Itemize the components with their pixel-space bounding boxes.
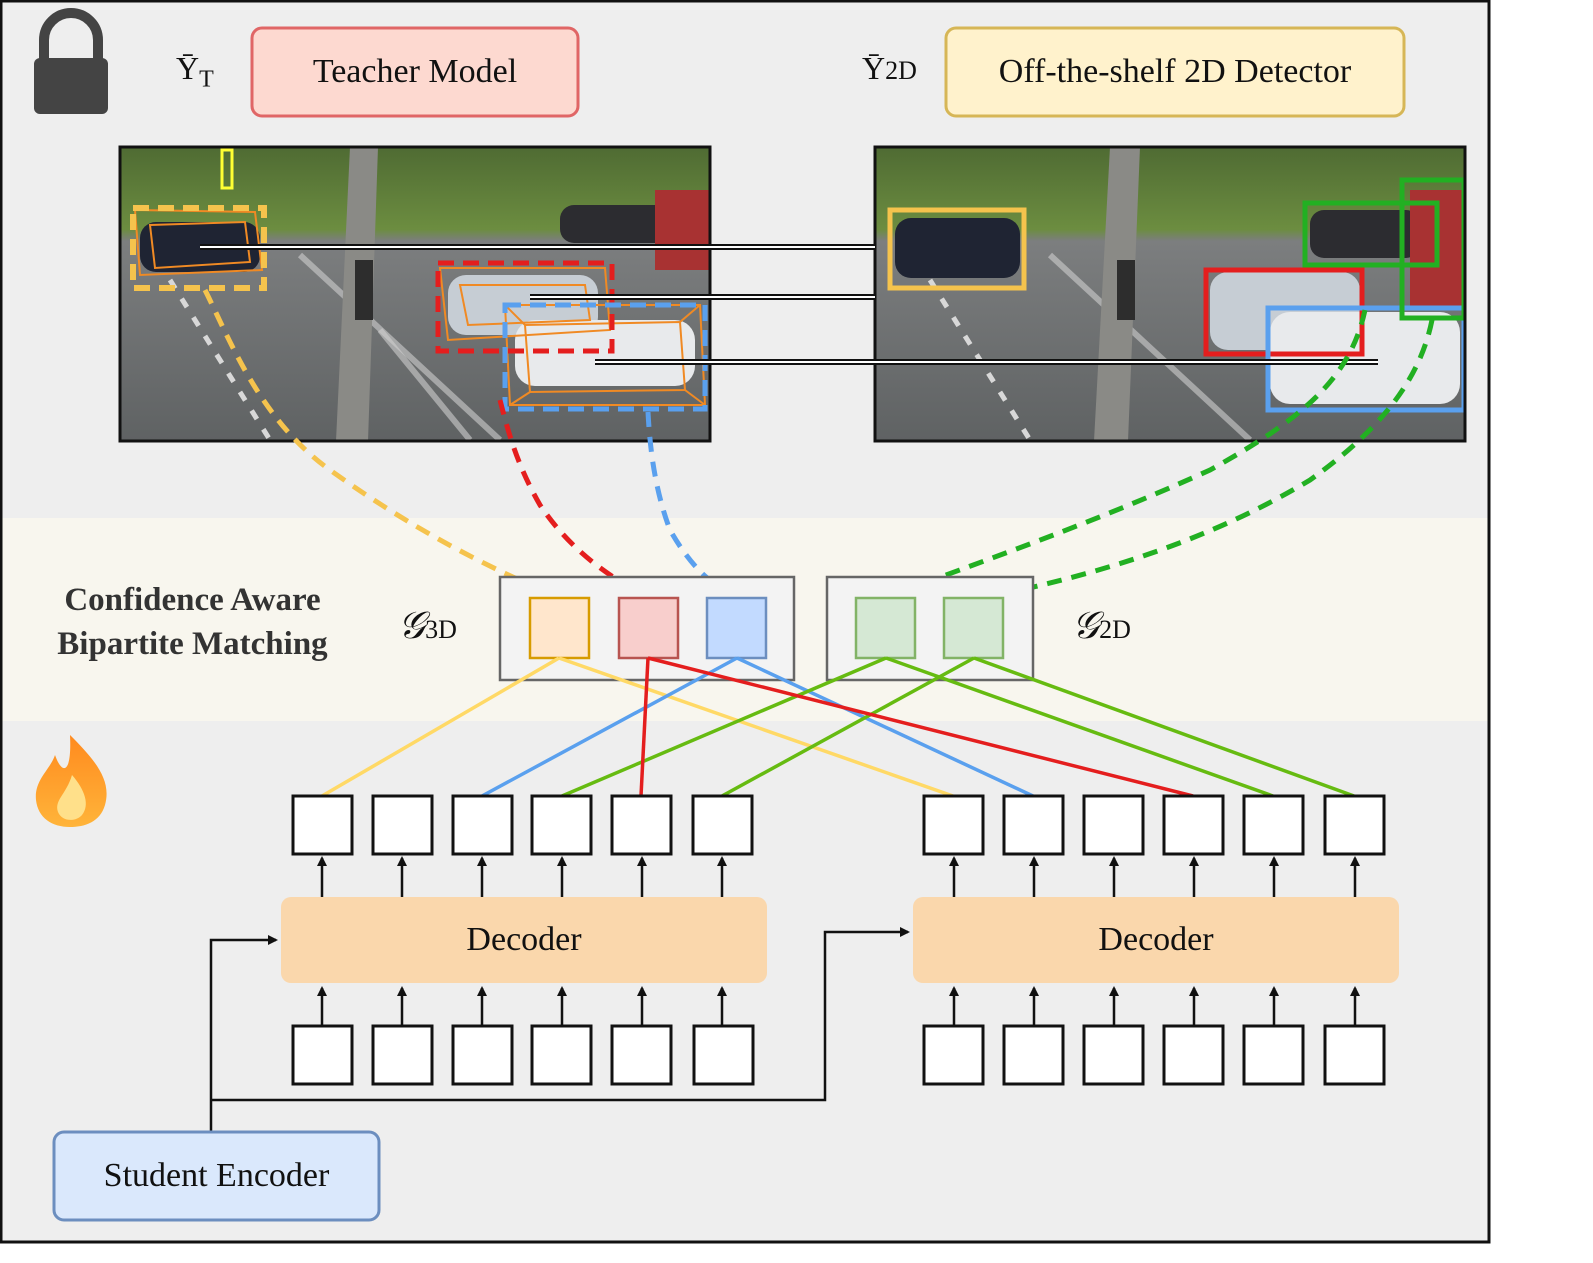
g2d-label: 𝒢2D (1072, 605, 1131, 647)
teacher-box-yellow (130, 205, 267, 291)
query-box (1162, 1024, 1225, 1086)
g2d-subscript: 2D (1099, 615, 1131, 644)
query-box (691, 794, 754, 856)
query-box (1242, 1024, 1305, 1086)
matching-edges (321, 656, 1355, 798)
matching-title-line2: Bipartite Matching (57, 626, 328, 662)
g3d-label: 𝒢3D (398, 605, 457, 647)
encoder-feed-arrows (209, 927, 910, 1132)
g3d-node-red (617, 596, 680, 660)
left-output-queries (291, 794, 754, 856)
query-box (1162, 794, 1225, 856)
student-encoder-label: Student Encoder (103, 1157, 330, 1194)
detector-label: Off-the-shelf 2D Detector (998, 53, 1352, 90)
teacher-box-red (435, 260, 615, 354)
query-box (1002, 794, 1065, 856)
query-box (610, 1024, 673, 1086)
query-box (451, 1024, 514, 1086)
query-box (371, 1024, 434, 1086)
matching-title-line1: Confidence Aware (64, 582, 321, 618)
g3d-subscript: 3D (425, 615, 457, 644)
query-box (1002, 1024, 1065, 1086)
outer-frame (0, 0, 1491, 1244)
query-box (1082, 794, 1145, 856)
car-white (515, 320, 695, 386)
detector-box (944, 26, 1406, 118)
query-box (451, 794, 514, 856)
query-box (1323, 794, 1386, 856)
query-box (1082, 1024, 1145, 1086)
matching-title: Confidence Aware Bipartite Matching (40, 578, 345, 666)
g2d-node-1 (854, 596, 917, 660)
query-box (291, 794, 354, 856)
teacher-model-box (250, 26, 580, 118)
left-decoder-block (281, 897, 767, 983)
detector-output-symbol: Ȳ2D (862, 50, 917, 86)
teacher-model-label: Teacher Model (312, 53, 518, 90)
query-box (922, 1024, 985, 1086)
g2d-node-2 (942, 596, 1005, 660)
query-box (371, 794, 434, 856)
query-box (1242, 794, 1305, 856)
right-decoder-label: Decoder (1098, 921, 1214, 958)
detector-output-subscript: 2D (885, 56, 917, 85)
query-box (530, 794, 593, 856)
correspondence-lines (200, 244, 1378, 365)
g3d-node-yellow (528, 596, 591, 660)
detector-image (873, 145, 1467, 443)
right-output-queries (922, 794, 1386, 856)
right-decoder-block (913, 897, 1399, 983)
teacher-output-symbol: ȲT (176, 50, 214, 93)
detector-box-yellow (887, 207, 1027, 291)
query-box (291, 1024, 354, 1086)
detector-box-green-1 (1302, 200, 1440, 268)
left-decoder-label: Decoder (466, 921, 582, 958)
query-box (610, 794, 673, 856)
teacher-output-subscript: T (199, 66, 214, 93)
query-box (922, 794, 985, 856)
query-box (530, 1024, 593, 1086)
query-box (1323, 1024, 1386, 1086)
lock-icon (34, 8, 108, 114)
g3d-node-blue (705, 596, 768, 660)
teacher-box-blue (502, 302, 708, 412)
student-encoder-box (52, 1130, 381, 1222)
query-box (692, 1024, 755, 1086)
query-arrows (317, 856, 1360, 1026)
fire-icon (35, 735, 107, 827)
